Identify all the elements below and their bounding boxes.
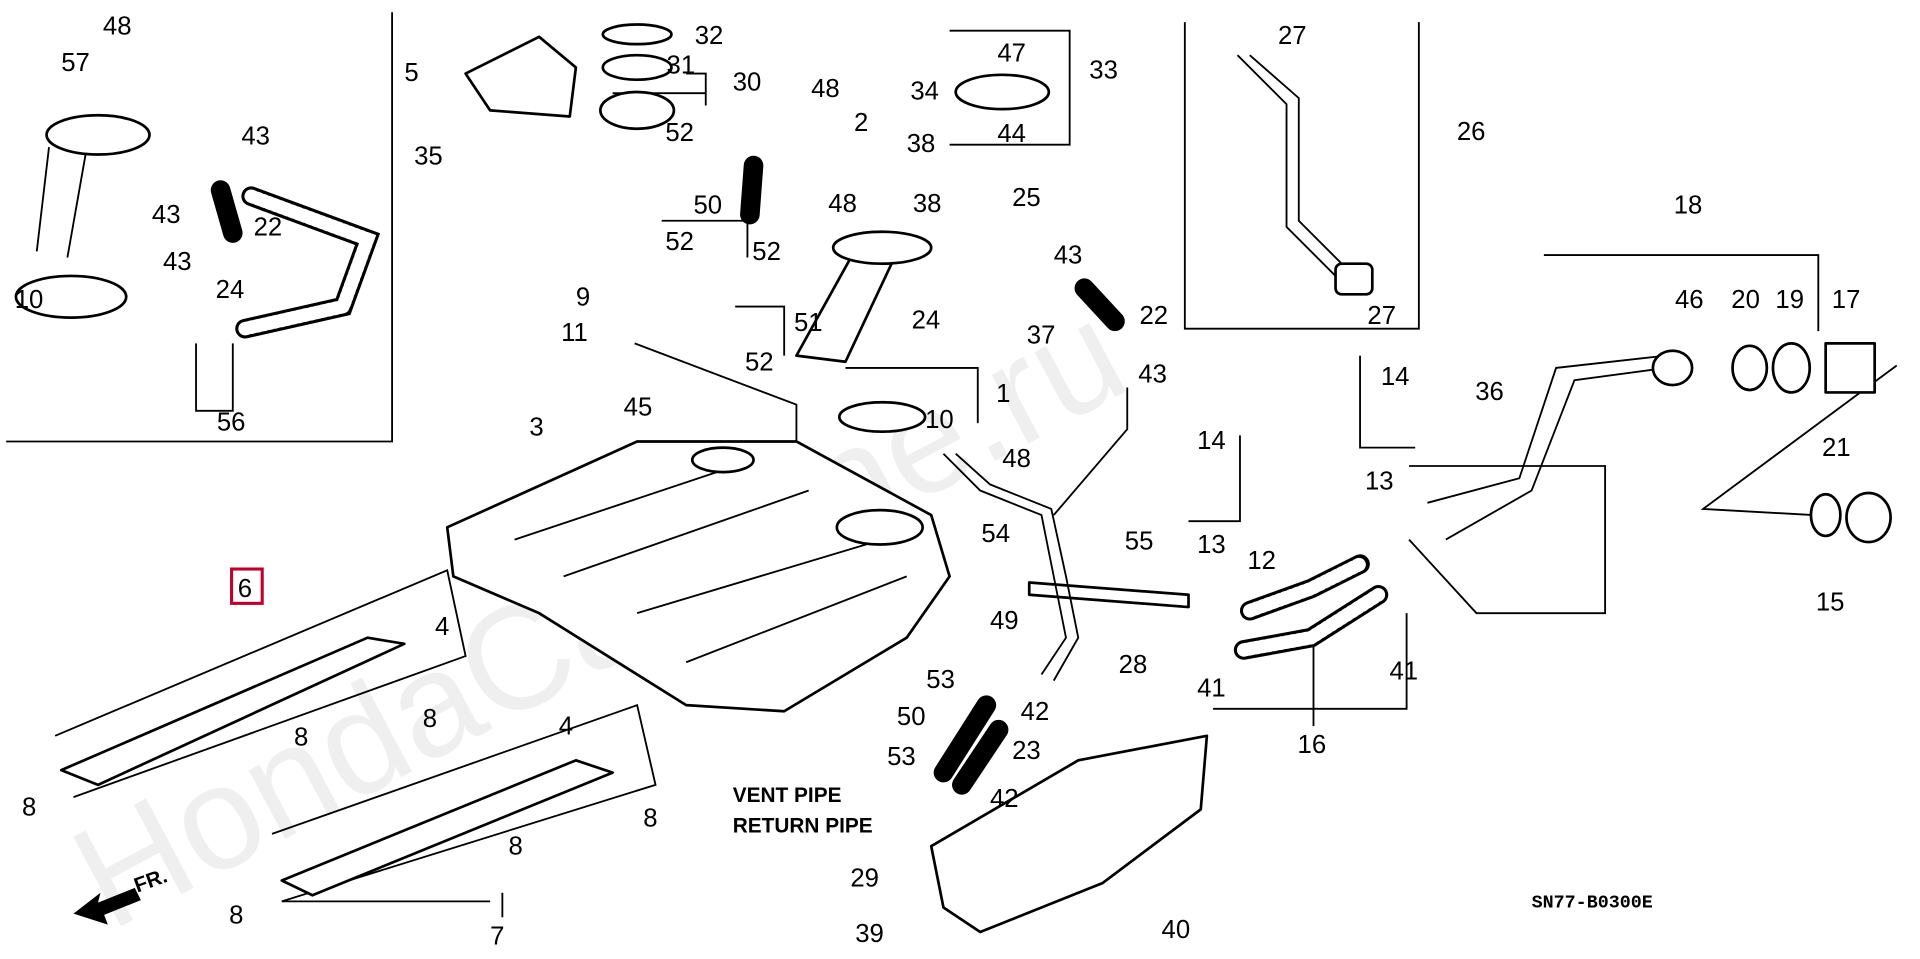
callout-part-38[interactable]: 38 — [907, 130, 936, 158]
return-pipe-label: RETURN PIPE — [733, 815, 873, 838]
callout-part-2[interactable]: 2 — [854, 109, 868, 137]
callout-part-24[interactable]: 24 — [216, 276, 245, 304]
callout-part-48[interactable]: 48 — [811, 75, 840, 103]
callout-part-40[interactable]: 40 — [1162, 916, 1191, 944]
callout-part-23[interactable]: 23 — [1012, 737, 1041, 765]
callout-part-56[interactable]: 56 — [217, 408, 246, 436]
front-arrow-icon — [73, 887, 141, 925]
callout-part-13[interactable]: 13 — [1197, 531, 1226, 559]
callout-part-4[interactable]: 4 — [559, 713, 573, 741]
callout-part-18[interactable]: 18 — [1674, 191, 1703, 219]
callout-part-52[interactable]: 52 — [665, 119, 694, 147]
tank-strap — [59, 636, 406, 787]
callout-part-51[interactable]: 51 — [794, 309, 823, 337]
callout-part-49[interactable]: 49 — [990, 607, 1019, 635]
callout-part-41[interactable]: 41 — [1389, 657, 1418, 685]
diagram-code: SN77-B0300E — [1532, 892, 1653, 913]
callout-part-47[interactable]: 47 — [997, 39, 1026, 67]
callout-part-15[interactable]: 15 — [1816, 589, 1845, 617]
callout-part-43[interactable]: 43 — [152, 201, 181, 229]
callout-part-12[interactable]: 12 — [1247, 547, 1276, 575]
callout-part-5[interactable]: 5 — [404, 59, 418, 87]
callout-part-11[interactable]: 11 — [561, 319, 588, 347]
callout-part-6[interactable]: 6 — [238, 575, 252, 603]
callout-part-43[interactable]: 43 — [241, 123, 270, 151]
callout-part-4[interactable]: 4 — [435, 613, 449, 641]
callout-part-27[interactable]: 27 — [1278, 22, 1307, 50]
callout-part-48[interactable]: 48 — [828, 190, 857, 218]
callout-part-43[interactable]: 43 — [1138, 361, 1167, 389]
callout-part-46[interactable]: 46 — [1675, 286, 1704, 314]
callout-part-17[interactable]: 17 — [1832, 286, 1861, 314]
callout-part-35[interactable]: 35 — [414, 142, 443, 170]
group-lines — [6, 12, 1898, 918]
callout-part-53[interactable]: 53 — [887, 743, 916, 771]
callout-part-8[interactable]: 8 — [508, 833, 522, 861]
callout-part-48[interactable]: 48 — [1002, 445, 1031, 473]
callout-part-20[interactable]: 20 — [1731, 286, 1760, 314]
callout-part-57[interactable]: 57 — [61, 49, 90, 77]
tank-strap — [280, 758, 614, 897]
callout-part-22[interactable]: 22 — [1140, 302, 1169, 330]
callout-part-30[interactable]: 30 — [733, 69, 762, 97]
callout-part-43[interactable]: 43 — [163, 248, 192, 276]
callout-part-42[interactable]: 42 — [990, 785, 1019, 813]
callout-part-8[interactable]: 8 — [643, 805, 657, 833]
callout-part-22[interactable]: 22 — [254, 213, 283, 241]
callout-part-52[interactable]: 52 — [745, 348, 774, 376]
callout-part-52[interactable]: 52 — [665, 228, 694, 256]
fuel-tank — [445, 440, 951, 713]
callout-part-1[interactable]: 1 — [996, 380, 1010, 408]
callout-part-19[interactable]: 19 — [1775, 286, 1804, 314]
callout-part-38[interactable]: 38 — [913, 190, 942, 218]
callout-part-31[interactable]: 31 — [667, 52, 696, 80]
highlight-box — [230, 567, 264, 605]
callout-part-16[interactable]: 16 — [1298, 731, 1327, 759]
callout-part-50[interactable]: 50 — [694, 191, 723, 219]
callout-part-32[interactable]: 32 — [695, 22, 724, 50]
callout-part-8[interactable]: 8 — [229, 901, 243, 929]
callout-part-25[interactable]: 25 — [1012, 184, 1041, 212]
sending-unit-bracket — [464, 35, 578, 118]
callout-part-44[interactable]: 44 — [997, 120, 1026, 148]
callout-part-48[interactable]: 48 — [103, 12, 132, 40]
callout-part-14[interactable]: 14 — [1197, 427, 1226, 455]
callout-part-26[interactable]: 26 — [1457, 118, 1486, 146]
callout-part-13[interactable]: 13 — [1365, 467, 1394, 495]
callout-part-10[interactable]: 10 — [15, 286, 44, 314]
callout-part-37[interactable]: 37 — [1027, 321, 1056, 349]
callout-part-24[interactable]: 24 — [912, 307, 941, 335]
callout-part-8[interactable]: 8 — [294, 724, 308, 752]
callout-part-54[interactable]: 54 — [981, 520, 1010, 548]
callout-part-29[interactable]: 29 — [850, 865, 879, 893]
callout-part-52[interactable]: 52 — [752, 238, 781, 266]
callout-part-53[interactable]: 53 — [926, 666, 955, 694]
vent-pipe-label: VENT PIPE — [733, 784, 842, 807]
callout-part-28[interactable]: 28 — [1119, 651, 1148, 679]
callout-part-8[interactable]: 8 — [22, 794, 36, 822]
callout-part-33[interactable]: 33 — [1089, 56, 1118, 84]
callout-part-45[interactable]: 45 — [624, 394, 653, 422]
callout-part-10[interactable]: 10 — [925, 406, 954, 434]
callout-part-27[interactable]: 27 — [1367, 302, 1396, 330]
callout-part-36[interactable]: 36 — [1475, 378, 1504, 406]
callout-part-41[interactable]: 41 — [1197, 675, 1226, 703]
callout-part-7[interactable]: 7 — [490, 922, 504, 950]
callout-part-14[interactable]: 14 — [1381, 363, 1410, 391]
callout-part-9[interactable]: 9 — [576, 283, 590, 311]
fuel-pump-opening — [835, 508, 924, 546]
heat-shield — [929, 734, 1209, 934]
callout-part-42[interactable]: 42 — [1021, 698, 1050, 726]
callout-part-34[interactable]: 34 — [910, 77, 939, 105]
callout-part-39[interactable]: 39 — [855, 920, 884, 948]
parts — [14, 23, 1892, 934]
callout-part-50[interactable]: 50 — [897, 703, 926, 731]
callout-part-21[interactable]: 21 — [1822, 434, 1851, 462]
callout-part-55[interactable]: 55 — [1125, 527, 1154, 555]
callout-part-3[interactable]: 3 — [529, 413, 543, 441]
callout-part-43[interactable]: 43 — [1054, 242, 1083, 270]
callout-part-8[interactable]: 8 — [423, 705, 437, 733]
